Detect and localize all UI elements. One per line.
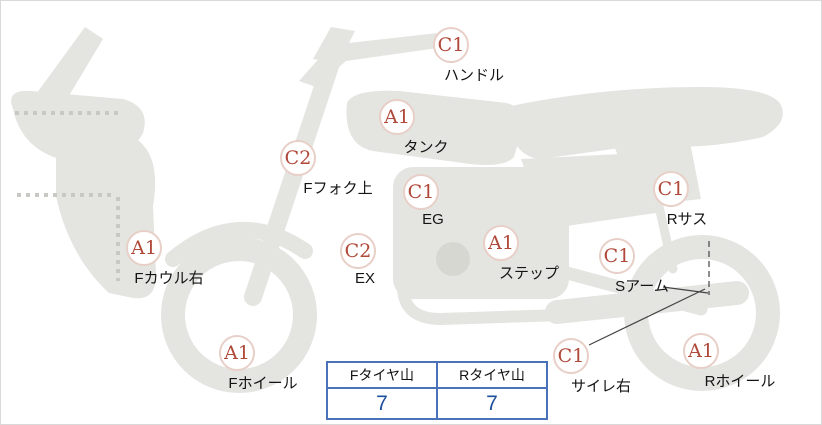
grade-badge: A1 — [219, 335, 255, 371]
marker-label: EG — [422, 211, 444, 228]
marker-label: Fフォク上 — [303, 180, 373, 197]
grade-text: C2 — [344, 239, 372, 262]
grade-badge: C1 — [433, 27, 469, 63]
grade-badge: C1 — [653, 171, 689, 207]
swingarm-shape — [560, 266, 708, 316]
marker-label: サイレ右 — [570, 378, 632, 395]
marker-label: ハンドル — [443, 67, 505, 84]
rear-tire-value: 7 — [436, 387, 548, 420]
marker-label: タンク — [403, 139, 449, 156]
rear-tire-header: Rタイヤ山 — [436, 361, 548, 389]
grade-badge: C2 — [280, 140, 316, 176]
front-wheel-shape — [161, 237, 317, 393]
grade-text: C1 — [407, 180, 435, 203]
grade-text: A1 — [688, 339, 714, 362]
marker-label: Rサス — [666, 211, 708, 228]
marker-label: Fホイール — [228, 375, 298, 392]
front-tire-header: Fタイヤ山 — [326, 361, 438, 389]
grade-badge: A1 — [126, 230, 162, 266]
rear-shock-shape — [651, 188, 678, 274]
grade-text: A1 — [224, 341, 250, 364]
handlebar-shape — [299, 31, 459, 87]
grade-text: A1 — [384, 105, 410, 128]
marker-label: ステップ — [498, 265, 560, 282]
grade-text: C2 — [284, 146, 312, 169]
seat-tail-shape — [506, 87, 783, 159]
engine-case-detail — [436, 242, 470, 276]
grade-text: A1 — [488, 231, 514, 254]
front-tire-value: 7 — [326, 387, 438, 420]
grade-text: A1 — [131, 236, 157, 259]
front-cowl-upper-shape — [11, 90, 145, 162]
marker-label: Fカウル右 — [134, 270, 204, 287]
grade-badge: A1 — [683, 333, 719, 369]
marker-label: Sアーム — [615, 278, 669, 295]
swingarm-pointer-line — [662, 286, 709, 294]
grade-badge: C1 — [553, 338, 589, 374]
grade-badge: A1 — [379, 99, 415, 135]
muffler-shape — [545, 281, 749, 324]
grade-badge: C1 — [403, 174, 439, 210]
front-fender-shape — [165, 221, 313, 267]
front-fork-shape — [244, 54, 340, 306]
tire-tread-table: Fタイヤ山 Rタイヤ山 7 7 — [326, 361, 548, 420]
windscreen-shape — [31, 27, 103, 109]
silencer-pointer-line — [588, 288, 706, 346]
grade-badge: A1 — [483, 225, 519, 261]
marker-label: EX — [354, 270, 376, 287]
grade-text: C1 — [437, 33, 465, 56]
grade-text: C1 — [603, 244, 631, 267]
grade-badge: C1 — [599, 238, 635, 274]
grade-text: C1 — [557, 344, 585, 367]
grade-text: C1 — [657, 177, 685, 200]
marker-label: Rホイール — [704, 373, 776, 390]
grade-badge: C2 — [340, 233, 376, 269]
